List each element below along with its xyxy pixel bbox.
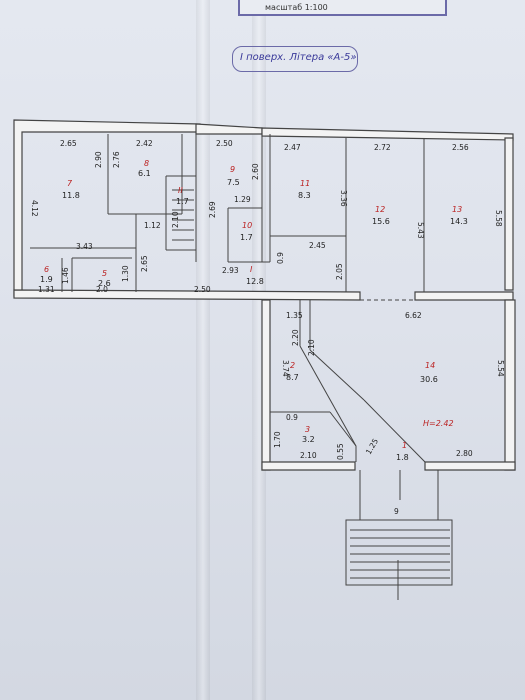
dim: 3.36 <box>339 190 348 207</box>
scale-label: масштаб 1:100 <box>265 3 328 12</box>
dim: 2.69 <box>208 201 217 218</box>
dim: 2.47 <box>284 143 301 152</box>
floor-title: I поверх. Літера «А-5» <box>240 52 357 63</box>
room-1-number: 1 <box>402 441 407 450</box>
dim: 2.10 <box>307 339 316 356</box>
dim: 2.60 <box>251 163 260 180</box>
title-block <box>238 0 447 16</box>
dim: 2.80 <box>456 449 473 458</box>
room-5-number: 5 <box>102 269 107 278</box>
entrance-stairs <box>345 470 453 600</box>
room-11-area: 8.3 <box>298 191 311 200</box>
dim: 1.12 <box>144 221 161 230</box>
dim: 6.62 <box>405 311 422 320</box>
dim: 1.25 <box>364 437 380 456</box>
room-9-number: 9 <box>230 165 235 174</box>
stair-label: 9 <box>394 507 399 516</box>
dim: 3.43 <box>76 242 93 251</box>
room-10-number: 10 <box>242 221 252 230</box>
dim: 1.30 <box>121 265 130 282</box>
room-I-area: 12.8 <box>246 277 264 286</box>
dim: 3.74 <box>281 360 290 377</box>
dim: 2.76 <box>112 151 121 168</box>
dim: 0.55 <box>336 443 345 460</box>
room-13-number: 13 <box>452 205 462 214</box>
room-3-area: 3.2 <box>302 435 315 444</box>
dim: 2.10 <box>171 211 180 228</box>
room-12-number: 12 <box>375 205 385 214</box>
dim: 2.45 <box>309 241 326 250</box>
inner-stair <box>172 189 194 241</box>
dim: 2.56 <box>452 143 469 152</box>
room-2-area: 8.7 <box>286 373 299 382</box>
room-7-area: 11.8 <box>62 191 80 200</box>
dim: 1.70 <box>273 431 282 448</box>
dim: 2.10 <box>300 451 317 460</box>
room-11-number: 11 <box>300 179 310 188</box>
room-10-area: 1.7 <box>240 233 253 242</box>
ceiling-height: H=2.42 <box>423 419 454 428</box>
dim: 1.29 <box>234 195 251 204</box>
room-9-area: 7.5 <box>227 178 240 187</box>
dim: 2.50 <box>216 139 233 148</box>
dim: 5.43 <box>416 222 425 239</box>
dim: 2.93 <box>222 266 239 275</box>
room-1-area: 1.8 <box>396 453 409 462</box>
room-6-area: 1.9 <box>40 275 53 284</box>
dim: 0.9 <box>276 252 285 264</box>
dimension-labels: 2.65 2.42 2.50 2.47 2.72 2.56 4.12 2.90 … <box>30 139 505 516</box>
room-14-area: 30.6 <box>420 375 438 384</box>
walls <box>13 119 516 471</box>
dim: 2.05 <box>335 263 344 280</box>
room-I-number: I <box>250 265 253 274</box>
paper-fold <box>196 0 210 700</box>
dim: 5.58 <box>494 210 503 227</box>
dim: 2.0 <box>96 285 108 294</box>
room-labels: 7 11.8 8 6.1 9 7.5 10 1.7 11 8.3 12 15.6… <box>40 159 468 462</box>
dim: 2.50 <box>194 285 211 294</box>
room-II-area: 1.7 <box>176 197 189 206</box>
interior-walls <box>30 134 426 463</box>
dim: 2.65 <box>60 139 77 148</box>
dim: 2.90 <box>94 151 103 168</box>
room-3-number: 3 <box>305 425 310 434</box>
dim: 1.31 <box>38 285 55 294</box>
room-8-area: 6.1 <box>138 169 151 178</box>
room-II-number: II <box>178 186 183 195</box>
dim: 4.12 <box>30 200 39 217</box>
dim: 2.65 <box>140 255 149 272</box>
dim: 2.42 <box>136 139 153 148</box>
room-6-number: 6 <box>44 265 49 274</box>
room-8-number: 8 <box>144 159 149 168</box>
dim: 1.35 <box>286 311 303 320</box>
room-5-area: 2.6 <box>98 279 111 288</box>
room-14-number: 14 <box>425 361 435 370</box>
dim: 1.46 <box>61 267 70 284</box>
dim: 2.20 <box>291 329 300 346</box>
room-7-number: 7 <box>67 179 73 188</box>
room-2-number: 2 <box>290 361 295 370</box>
floor-title-frame <box>232 46 358 72</box>
room-13-area: 14.3 <box>450 217 468 226</box>
dim: 2.72 <box>374 143 391 152</box>
dim: 0.9 <box>286 413 298 422</box>
room-12-area: 15.6 <box>372 217 390 226</box>
dim: 5.54 <box>496 360 505 377</box>
